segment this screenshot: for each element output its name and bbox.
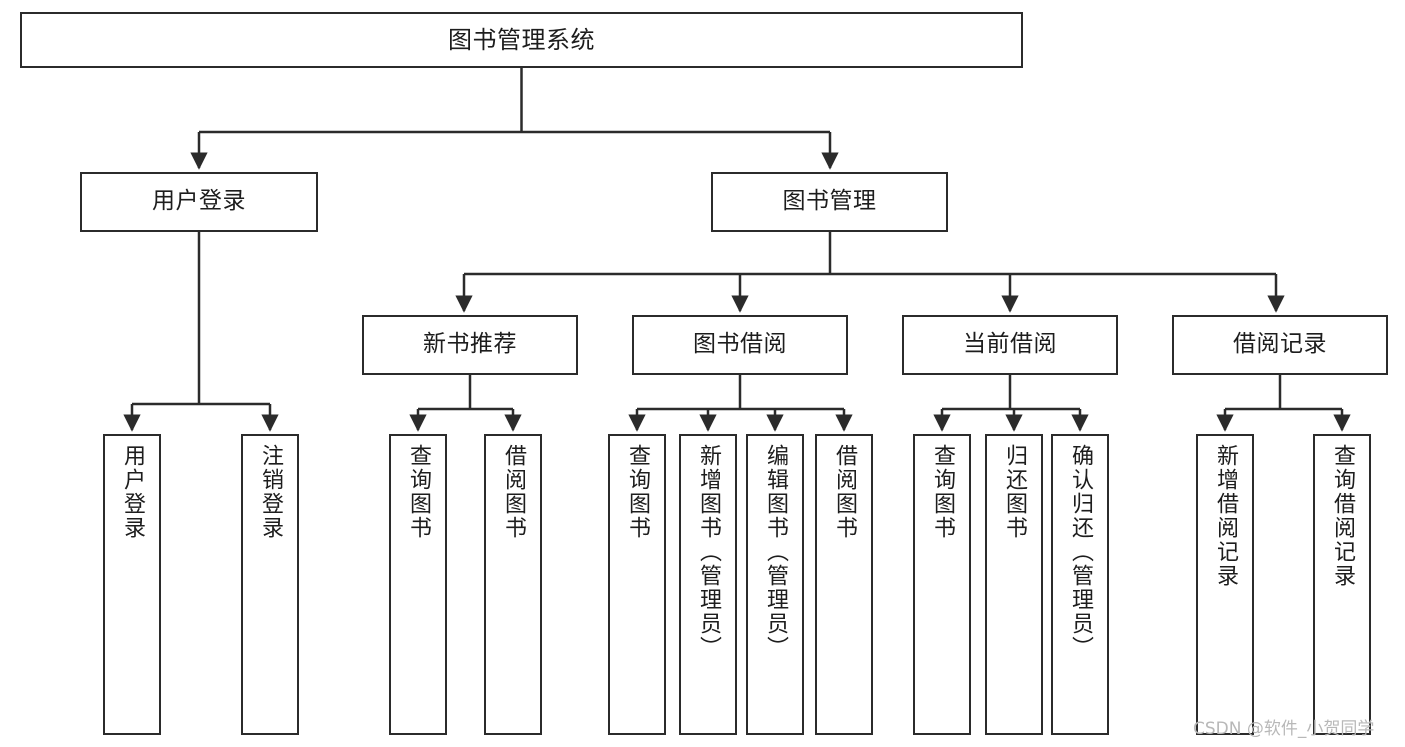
node-book-manage[interactable]: 图书管理 bbox=[711, 172, 948, 232]
leaf-edit-book[interactable]: 编辑图书（管理员） bbox=[746, 434, 804, 735]
leaf-query-book-current[interactable]: 查询图书 bbox=[913, 434, 971, 735]
leaf-query-book-borrow[interactable]: 查询图书 bbox=[608, 434, 666, 735]
node-root[interactable]: 图书管理系统 bbox=[20, 12, 1023, 68]
leaf-user-login-label: 用户登录 bbox=[119, 444, 145, 540]
node-root-label: 图书管理系统 bbox=[448, 25, 595, 54]
leaf-add-book[interactable]: 新增图书（管理员） bbox=[679, 434, 737, 735]
leaf-user-login[interactable]: 用户登录 bbox=[103, 434, 161, 735]
leaf-query-book-rec[interactable]: 查询图书 bbox=[389, 434, 447, 735]
node-book-borrow[interactable]: 图书借阅 bbox=[632, 315, 848, 375]
leaf-return-book[interactable]: 归还图书 bbox=[985, 434, 1043, 735]
leaf-user-logout[interactable]: 注销登录 bbox=[241, 434, 299, 735]
node-borrow-record-label: 借阅记录 bbox=[1233, 331, 1327, 358]
leaf-user-logout-label: 注销登录 bbox=[257, 444, 283, 540]
leaf-query-book-rec-label: 查询图书 bbox=[405, 444, 431, 540]
node-book-manage-label: 图书管理 bbox=[782, 188, 877, 215]
node-new-book-rec-label: 新书推荐 bbox=[423, 331, 517, 358]
leaf-return-book-label: 归还图书 bbox=[1001, 444, 1027, 540]
leaf-query-book-current-label: 查询图书 bbox=[929, 444, 955, 540]
leaf-query-record-label: 查询借阅记录 bbox=[1329, 444, 1355, 588]
leaf-borrow-book-label: 借阅图书 bbox=[831, 444, 857, 540]
node-user-login-label: 用户登录 bbox=[152, 188, 246, 215]
leaf-edit-book-label: 编辑图书（管理员） bbox=[762, 444, 788, 660]
leaf-borrow-book-rec[interactable]: 借阅图书 bbox=[484, 434, 542, 735]
node-current-borrow-label: 当前借阅 bbox=[963, 331, 1057, 358]
node-current-borrow[interactable]: 当前借阅 bbox=[902, 315, 1118, 375]
leaf-borrow-book-rec-label: 借阅图书 bbox=[500, 444, 526, 540]
node-user-login[interactable]: 用户登录 bbox=[80, 172, 318, 232]
leaf-add-book-label: 新增图书（管理员） bbox=[695, 444, 721, 660]
leaf-confirm-return[interactable]: 确认归还（管理员） bbox=[1051, 434, 1109, 735]
node-borrow-record[interactable]: 借阅记录 bbox=[1172, 315, 1388, 375]
leaf-query-book-borrow-label: 查询图书 bbox=[624, 444, 650, 540]
leaf-borrow-book[interactable]: 借阅图书 bbox=[815, 434, 873, 735]
node-new-book-rec[interactable]: 新书推荐 bbox=[362, 315, 578, 375]
leaf-add-record[interactable]: 新增借阅记录 bbox=[1196, 434, 1254, 735]
leaf-add-record-label: 新增借阅记录 bbox=[1212, 444, 1238, 588]
watermark: CSDN @软件_小贺同学 bbox=[1193, 719, 1375, 739]
leaf-query-record[interactable]: 查询借阅记录 bbox=[1313, 434, 1371, 735]
node-book-borrow-label: 图书借阅 bbox=[693, 331, 787, 358]
leaf-confirm-return-label: 确认归还（管理员） bbox=[1067, 444, 1093, 660]
